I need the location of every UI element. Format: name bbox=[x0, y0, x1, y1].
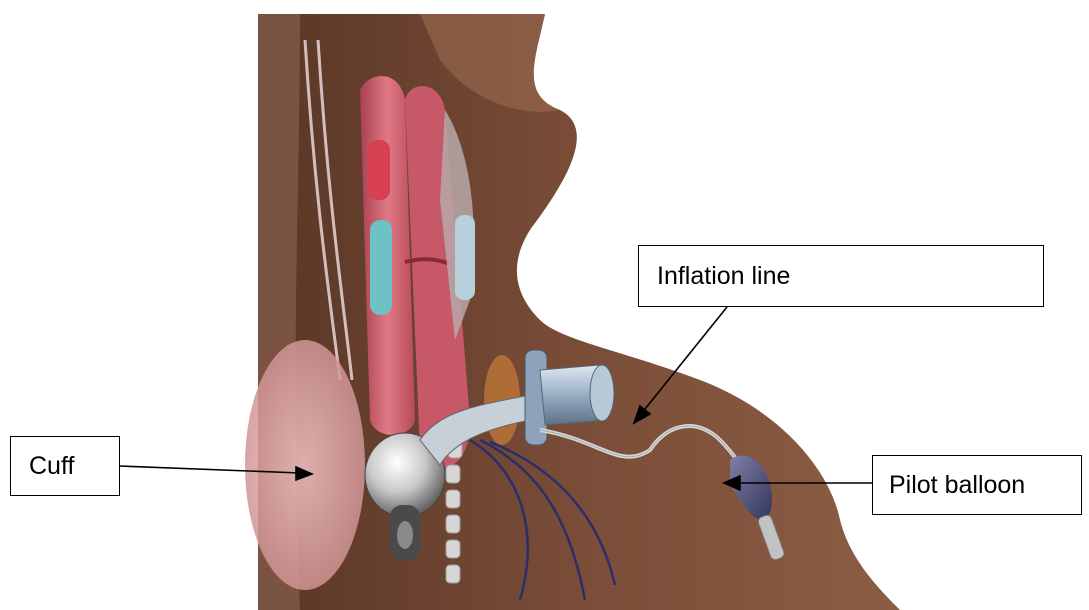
larynx-blue-structure bbox=[455, 215, 475, 300]
inflation-line-label: Inflation line bbox=[657, 262, 790, 291]
tube-distal-opening bbox=[397, 521, 413, 549]
cuff-label: Cuff bbox=[29, 452, 74, 481]
esophagus-structure-red bbox=[368, 140, 390, 200]
inflation-line-label-box: Inflation line bbox=[638, 245, 1044, 307]
cuff-label-box: Cuff bbox=[10, 436, 120, 496]
thyroid-lobe bbox=[245, 340, 365, 590]
tube-connector-opening bbox=[590, 365, 614, 421]
pilot-balloon-label: Pilot balloon bbox=[889, 471, 1025, 500]
esophagus-structure-teal bbox=[370, 220, 392, 315]
pilot-balloon-label-box: Pilot balloon bbox=[872, 455, 1082, 515]
